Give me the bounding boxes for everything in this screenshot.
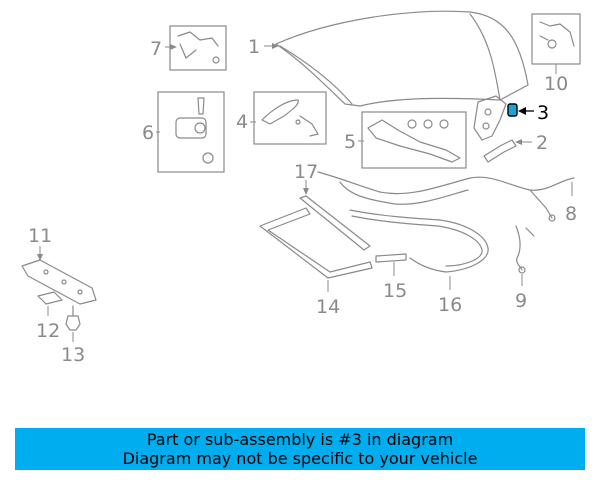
part-2-strap xyxy=(483,139,517,163)
callout-label-14: 14 xyxy=(316,296,340,318)
callout-label-16: 16 xyxy=(438,294,462,316)
callout-label-7: 7 xyxy=(150,38,162,60)
callout-1: 1 xyxy=(248,36,279,58)
callout-label-11: 11 xyxy=(28,225,52,247)
callout-17: 17 xyxy=(294,161,318,195)
callout-5: 5 xyxy=(344,131,364,153)
part-7-hinge-box xyxy=(169,25,227,71)
part-16-weatherstrip xyxy=(349,209,489,273)
callout-label-9: 9 xyxy=(515,290,527,312)
hinge-assembly xyxy=(473,95,507,141)
callout-label-2: 2 xyxy=(536,132,548,154)
callout-15: 15 xyxy=(383,262,407,302)
parts-diagram: 1 7 10 6 4 xyxy=(21,10,581,366)
callout-2: 2 xyxy=(515,132,548,154)
callout-label-1: 1 xyxy=(248,36,260,58)
callout-6: 6 xyxy=(142,122,160,144)
part-10-linkage-box xyxy=(531,13,581,65)
part-6-motor-box xyxy=(157,91,225,173)
part-17-seal xyxy=(299,195,371,251)
part-3-highlighted: 3 xyxy=(507,102,549,124)
callout-13: 13 xyxy=(61,332,85,366)
banner-line-2: Diagram may not be specific to your vehi… xyxy=(122,449,478,468)
part-5-mechanism-box xyxy=(361,111,467,169)
callout-label-10: 10 xyxy=(544,73,568,95)
callout-4: 4 xyxy=(236,111,256,133)
callout-label-4: 4 xyxy=(236,111,248,133)
callout-label-15: 15 xyxy=(383,280,407,302)
part-8-harness xyxy=(317,171,575,222)
part-4-bracket-box xyxy=(253,91,327,145)
callout-11: 11 xyxy=(28,225,52,261)
callout-10: 10 xyxy=(544,64,568,95)
callout-9: 9 xyxy=(515,274,527,312)
part-12-clip xyxy=(37,291,63,305)
callout-label-17: 17 xyxy=(294,161,318,183)
banner-line-1: Part or sub-assembly is #3 in diagram xyxy=(146,430,454,449)
callout-16: 16 xyxy=(438,276,462,316)
callout-7: 7 xyxy=(150,38,177,60)
callout-label-13: 13 xyxy=(61,344,85,366)
part-15-seal xyxy=(375,253,407,263)
callout-label-8: 8 xyxy=(565,203,577,225)
callout-label-12: 12 xyxy=(36,320,60,342)
callout-8: 8 xyxy=(565,182,577,225)
callout-label-3: 3 xyxy=(537,102,549,124)
part-14-frame xyxy=(259,207,373,279)
part-13-fastener xyxy=(65,305,81,331)
part-9-harness xyxy=(515,225,535,274)
callout-14: 14 xyxy=(316,280,340,318)
info-banner: Part or sub-assembly is #3 in diagram Di… xyxy=(15,428,585,470)
callout-12: 12 xyxy=(36,306,60,342)
callout-label-6: 6 xyxy=(142,122,154,144)
part-1-soft-top xyxy=(275,10,529,107)
callout-label-5: 5 xyxy=(344,131,356,153)
